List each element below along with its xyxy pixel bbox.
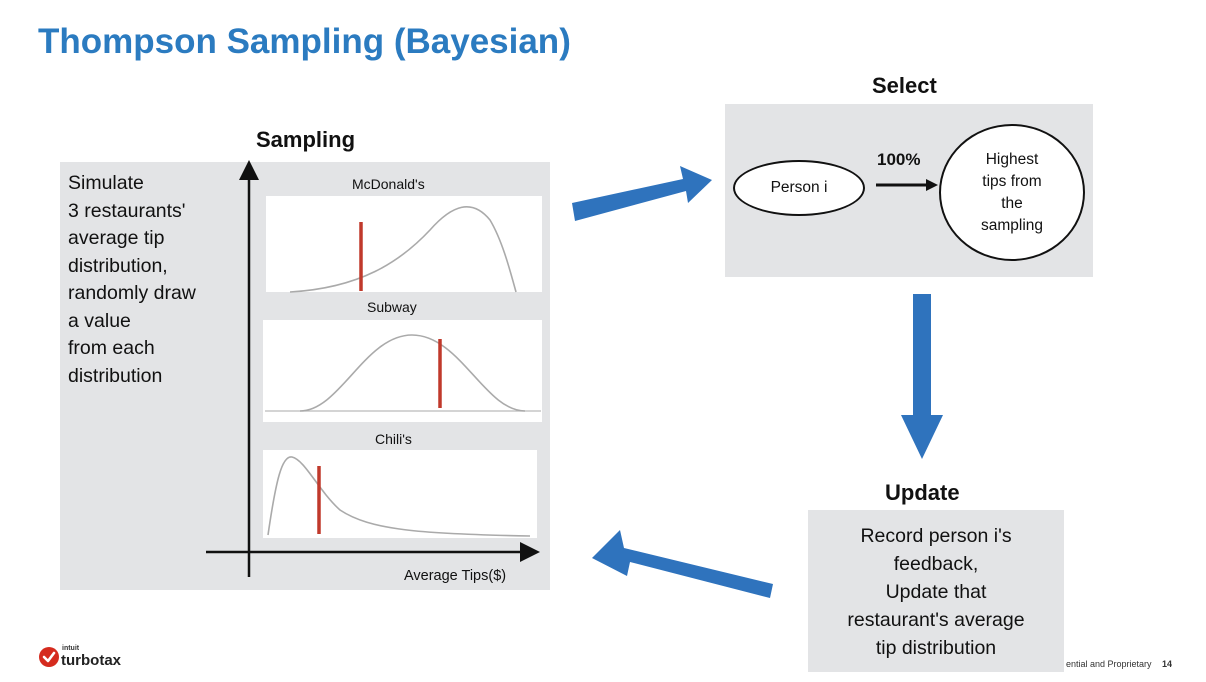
target-line: the [1001, 194, 1023, 212]
update-heading: Update [885, 480, 960, 505]
target-line: sampling [980, 216, 1044, 234]
update-line: feedback, [893, 553, 979, 575]
chilis-distribution-curve [267, 456, 531, 537]
person-node: Person i [733, 160, 865, 216]
update-line: tip distribution [875, 637, 997, 659]
mcdonalds-plot-area [266, 196, 542, 292]
description-line: a value [68, 309, 131, 332]
select-arrow-head [926, 179, 938, 191]
update-line: restaurant's average [847, 609, 1025, 631]
page-number: 14 [1162, 659, 1173, 669]
x-axis-label: Average Tips($) [404, 568, 507, 584]
person-label: Person i [770, 179, 828, 196]
to-select-arrow [572, 166, 712, 221]
subway-plot-area [263, 320, 542, 422]
mcdonalds-label: McDonald's [352, 176, 425, 192]
update-panel [808, 510, 1064, 672]
sampling-heading: Sampling [256, 127, 356, 152]
description-line: distribution, [68, 254, 168, 277]
select-heading: Select [872, 73, 937, 98]
update-line: Update that [885, 581, 987, 603]
description-line: from each [68, 337, 155, 359]
highest-tips-node: Highest tips from the sampling [939, 124, 1085, 261]
logo-small-text: intuit [62, 645, 80, 652]
subway-label: Subway [367, 299, 417, 315]
update-description: Record person i's feedback, Update that … [808, 522, 1064, 662]
description-line: Simulate [68, 172, 144, 194]
chilis-label: Chili's [375, 431, 412, 447]
subway-distribution-curve [299, 334, 526, 412]
description-line: randomly draw [68, 282, 196, 304]
target-line: tips from [982, 172, 1042, 190]
to-update-arrow [901, 294, 943, 459]
description-line: average tip [68, 227, 165, 249]
confidential-notice: ential and Proprietary [1066, 659, 1152, 669]
update-line: Record person i's [860, 525, 1012, 547]
sampling-description: Simulate 3 restaurants' average tip dist… [68, 170, 196, 390]
target-line: Highest [985, 150, 1039, 168]
description-line: 3 restaurants' [68, 199, 186, 222]
page-title: Thompson Sampling (Bayesian) [38, 22, 571, 61]
description-line: distribution [68, 364, 163, 387]
turbotax-check-icon [39, 647, 59, 667]
to-sampling-arrow [592, 530, 773, 598]
logo-main-text: turbotax [61, 652, 121, 669]
percent-label: 100% [877, 150, 921, 169]
chilis-plot-area [263, 450, 537, 538]
